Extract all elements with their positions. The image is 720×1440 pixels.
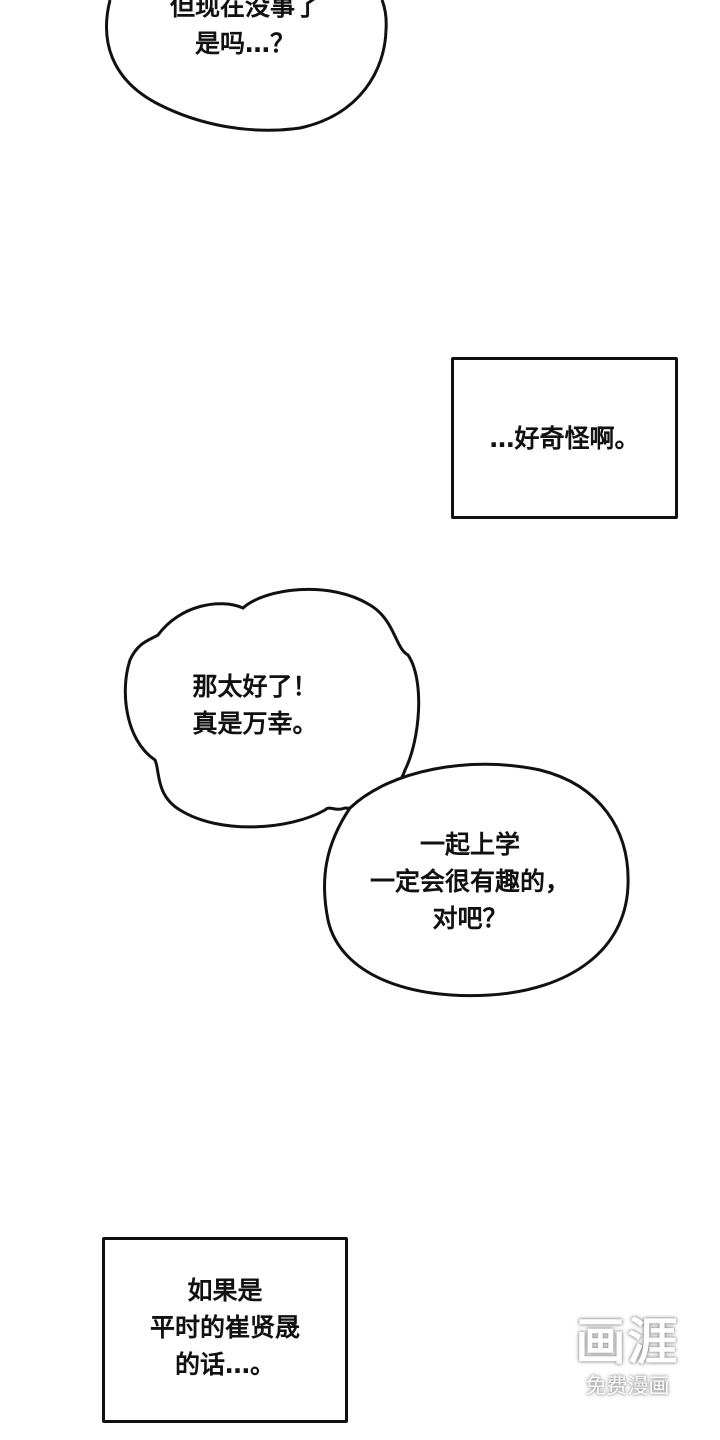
caption-text-1: …好奇怪啊。	[489, 424, 640, 453]
speech-text-1: 但现在没事了 是吗…？	[169, 0, 320, 58]
speech-bubble-1	[105, 0, 388, 132]
watermark-logo: 画涯	[575, 1313, 680, 1371]
caption-box-2	[102, 1237, 348, 1423]
watermark: 画涯 免费漫画	[565, 1312, 690, 1400]
watermark-tagline: 免费漫画	[585, 1374, 670, 1398]
speech-bubble-3	[322, 762, 630, 998]
caption-box-1	[451, 357, 678, 519]
caption-text-2: 如果是 平时的崔贤晟 的话…。	[149, 1276, 300, 1379]
speech-text-3: 一起上学 一定会很有趣的， 对吧？	[369, 830, 570, 933]
speech-text-2: 那太好了！ 真是万幸。	[192, 672, 318, 738]
